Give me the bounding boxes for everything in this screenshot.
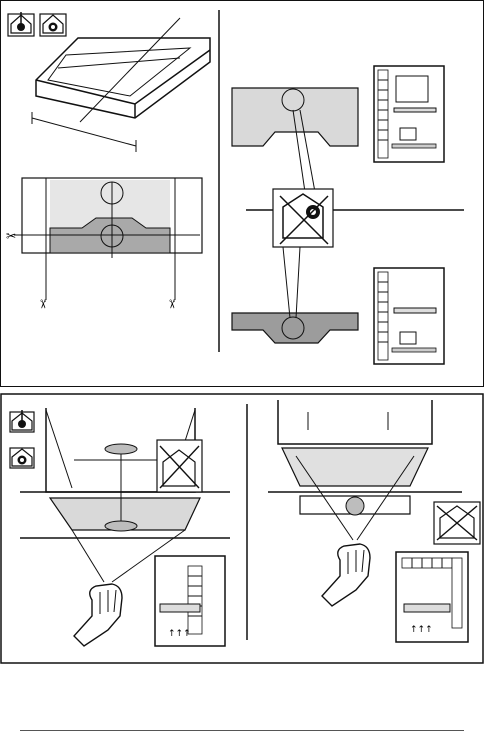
hood-perspective [32,18,210,152]
crossed-house-icon [157,440,202,492]
filter-shape-bottom [232,313,358,343]
page-bottom-rule [20,730,464,731]
kitchen-scene-2 [374,268,444,364]
kitchen-scene-1 [374,66,444,162]
house-extraction-icon [10,410,34,432]
cut-line [80,18,180,122]
hand-icon [74,584,122,646]
kitchen-scene-4: ↑↑↑ [396,552,468,642]
hand-icon [322,544,370,606]
house-recirculation-icon [10,448,34,468]
house-extraction-icon [8,12,34,36]
filter-cut-diagram [14,178,202,300]
house-recirculation-icon [40,14,66,36]
kitchen-scene-3: ↑↑↑ [155,556,225,646]
crossed-house-icon [434,502,480,544]
svg-text:✂: ✂ [36,299,50,309]
crossed-house-icon [273,189,333,247]
filter-shape-top [232,88,358,146]
svg-text:✂: ✂ [6,229,16,243]
svg-text:✂: ✂ [165,299,179,309]
svg-text:↑↑↑: ↑↑↑ [168,629,191,639]
hood-underside-right [268,400,462,540]
svg-text:↑↑↑: ↑↑↑ [410,625,433,635]
